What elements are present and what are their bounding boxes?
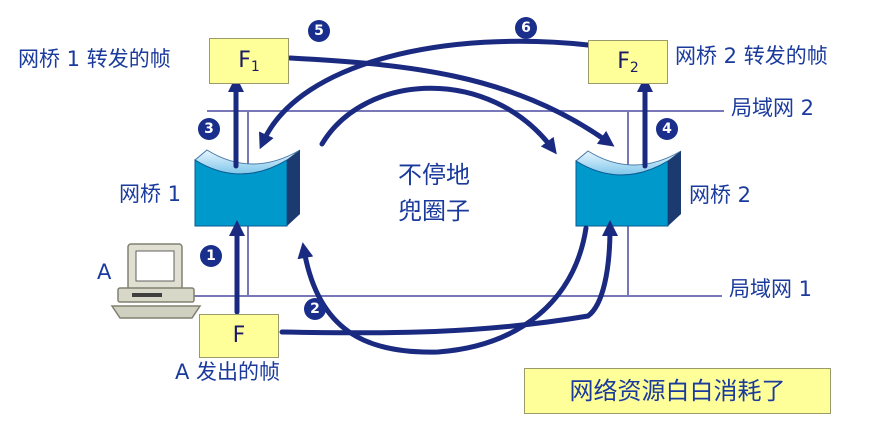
frame-f-label: F — [232, 323, 246, 348]
lan-2-label: 局域网 2 — [731, 96, 815, 120]
step-badge-6: 6 — [515, 17, 537, 39]
arrow-f2-to-bridge-1 — [259, 38, 591, 150]
bridge-2-device — [575, 150, 682, 227]
frame-f1-label: F — [238, 48, 251, 73]
arrow-f-to-bridge-2 — [279, 219, 618, 336]
lan-1-label: 局域网 1 — [729, 277, 813, 301]
frame-f-box: F — [199, 314, 279, 358]
frame-f1-subscript: 1 — [250, 59, 260, 75]
step-badge-3: 3 — [198, 118, 220, 140]
arrow-loop-lower — [297, 225, 589, 355]
step-badge-4: 4 — [656, 118, 678, 140]
loop-text-line-1: 不停地 — [398, 161, 470, 189]
step-badge-2: 2 — [304, 298, 326, 320]
bridge-2-label: 网桥 2 — [689, 183, 752, 207]
bridge-1-device — [194, 149, 301, 227]
frame-f2-label: F — [617, 49, 630, 74]
resource-waste-note: 网络资源白白消耗了 — [524, 368, 831, 414]
bridge-1-forward-label: 网桥 1 转发的帧 — [18, 47, 171, 71]
computer-a-icon — [110, 243, 202, 319]
bridge-2-forward-label: 网桥 2 转发的帧 — [675, 44, 828, 68]
arrow-loop-upper — [319, 85, 557, 155]
loop-text-line-2: 兜圈子 — [398, 197, 470, 225]
host-a-label: A — [97, 260, 112, 284]
frame-f2-box: F2 — [588, 40, 668, 84]
arrow-f1-to-bridge-2 — [287, 55, 615, 147]
host-frame-label: A 发出的帧 — [175, 360, 281, 384]
frame-f2-subscript: 2 — [629, 60, 639, 76]
frame-f1-box: F1 — [209, 38, 289, 84]
step-badge-5: 5 — [308, 20, 330, 42]
step-badge-1: 1 — [200, 245, 222, 267]
bridge-1-label: 网桥 1 — [119, 182, 182, 206]
